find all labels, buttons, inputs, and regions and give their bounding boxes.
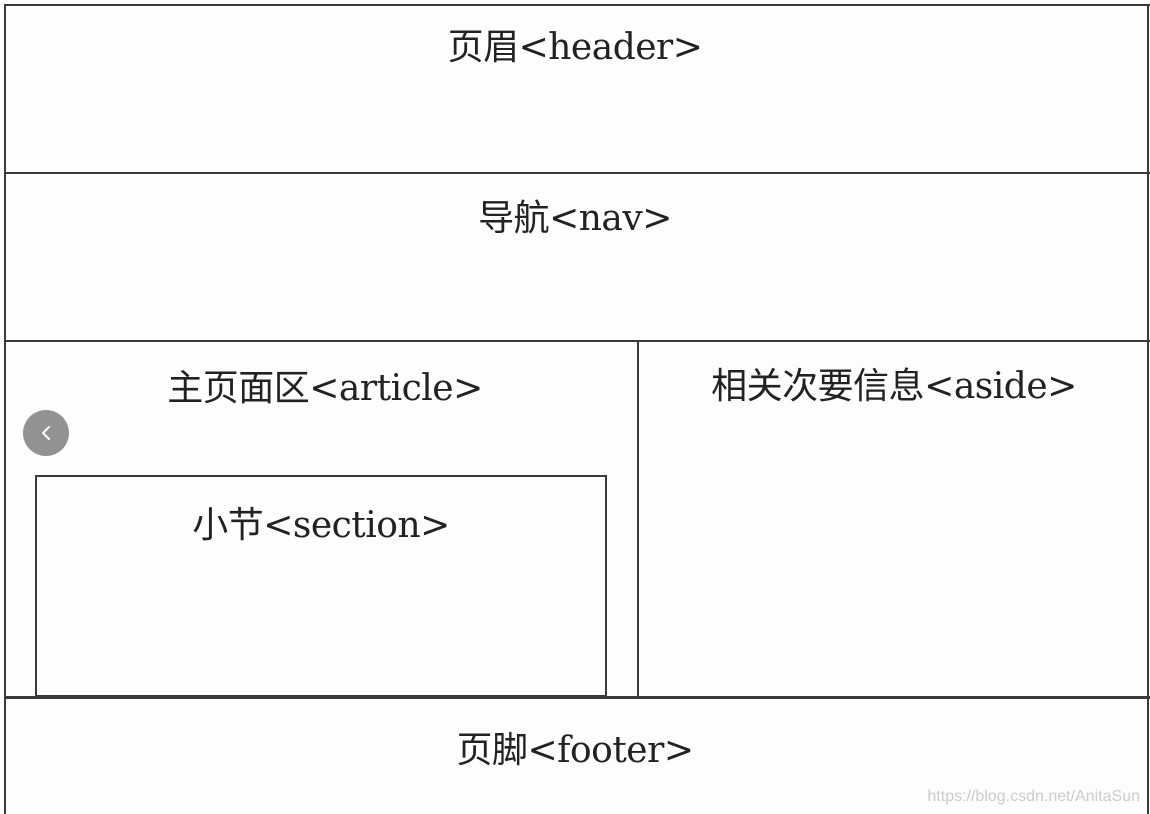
main-footer-divider bbox=[5, 696, 1150, 699]
header-nav-divider bbox=[5, 172, 1150, 174]
top-border bbox=[5, 4, 1150, 6]
aside-label: 相关次要信息<aside> bbox=[711, 366, 1077, 407]
footer-label: 页脚<footer> bbox=[456, 730, 694, 771]
right-border bbox=[1147, 4, 1149, 814]
chevron-left-icon bbox=[39, 424, 53, 442]
article-label: 主页面区<article> bbox=[167, 368, 483, 409]
article-aside-divider bbox=[637, 341, 639, 698]
previous-image-button[interactable] bbox=[23, 410, 69, 456]
nav-label: 导航<nav> bbox=[478, 198, 672, 239]
watermark: https://blog.csdn.net/AnitaSun bbox=[927, 788, 1140, 805]
nav-main-divider bbox=[5, 340, 1150, 342]
header-label: 页眉<header> bbox=[447, 27, 703, 68]
section-region bbox=[35, 475, 607, 697]
section-label: 小节<section> bbox=[192, 505, 450, 546]
left-border bbox=[4, 4, 6, 814]
